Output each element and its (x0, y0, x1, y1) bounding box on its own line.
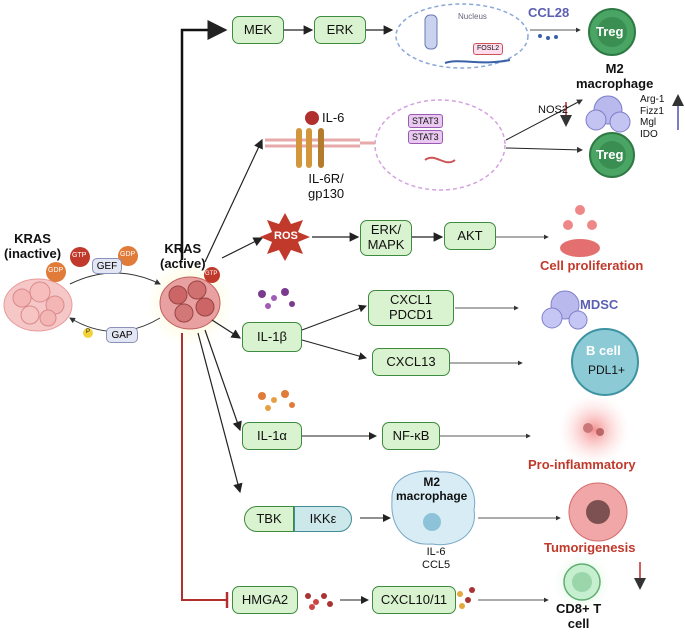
gdp-icon-left (46, 262, 66, 282)
il1a-box: IL-1α (242, 422, 302, 450)
il6-ligand-icon (305, 111, 319, 125)
tbk-arrow (197, 332, 243, 494)
il6r-icon (296, 128, 302, 168)
cxcl1011-box: CXCL10/11 (372, 586, 456, 614)
bcell-icon (571, 328, 639, 396)
stat3-m2-arrow (505, 99, 583, 141)
il6r-label: IL-6R/ gp130 (308, 171, 345, 201)
mek-box: MEK (232, 16, 284, 44)
gdp-label-left: GDP (48, 267, 64, 274)
akt-box: AKT (444, 222, 496, 250)
nucleus-label: Nucleus (458, 12, 487, 21)
gtp-active-label: GTP (205, 271, 218, 277)
phosphate-icon (83, 328, 93, 338)
fosl2-label: FOSL2 (473, 43, 504, 56)
stat3-label-1: STAT3 (408, 114, 443, 129)
hmga2-particles (305, 593, 333, 610)
mdsc-cells (541, 290, 588, 330)
nfkb-box: NF-κB (382, 422, 440, 450)
il6-arrow (204, 138, 263, 263)
tbk-box: TBK (244, 506, 294, 532)
il6-ccl5-label: IL-6 CCL5 (422, 546, 451, 571)
il1b-particles (258, 288, 295, 309)
ccl28-label: CCL28 (528, 5, 570, 20)
cell-proliferation-icon (560, 205, 600, 257)
cxcl13-box: CXCL13 (372, 348, 450, 376)
gap-label: GAP (106, 327, 138, 343)
ikke-box: IKKε (294, 506, 352, 532)
nos2-label: NOS2 (538, 104, 568, 116)
cxcl1011-particles (457, 587, 475, 609)
gdp-icon-top (118, 246, 138, 266)
gtp-label: GTP (72, 252, 87, 259)
bcell-label: B cell (586, 343, 621, 358)
phosphate-label: P (86, 329, 91, 335)
hmga2-inhibit-line (181, 333, 226, 601)
kras-active-label: KRAS (active) (160, 241, 206, 271)
treg-label-1: Treg (596, 24, 624, 39)
stat3-label-2: STAT3 (408, 130, 443, 145)
il1b-box: IL-1β (242, 322, 302, 352)
gtp-icon (70, 247, 90, 267)
erk-mapk-box: ERK/ MAPK (360, 220, 412, 256)
m2-macrophage-bottom-icon (391, 470, 476, 546)
erk-nuclear-icon (424, 14, 438, 50)
il1b-arrow (211, 319, 242, 339)
ros-label: ROS (274, 230, 298, 242)
m2-macrophage-cells (585, 95, 631, 133)
stat3-nucleus-shape (374, 99, 506, 191)
hmga2-box: HMGA2 (232, 586, 298, 614)
mek-trunk-arrow (180, 20, 228, 260)
kras-active-cells (146, 259, 234, 347)
il1a-particles (258, 390, 295, 411)
stat3-dna-icon (424, 156, 456, 164)
il6-label: IL-6 (322, 110, 345, 125)
gtp-icon-active (204, 267, 220, 283)
kras-inactive-cells (3, 278, 73, 332)
il1a-arrow (204, 329, 242, 432)
pdl1-label: PDL1+ (588, 363, 626, 377)
m2-markers-label: Arg-1 Fizz1 Mgl IDO (640, 94, 665, 140)
ros-arrow (221, 237, 264, 259)
gdp-label-top: GDP (120, 251, 136, 258)
il1b-cxcl13-arrow (301, 339, 367, 360)
cell-proliferation-label: Cell proliferation (540, 258, 644, 273)
proinflammatory-icon (558, 394, 630, 466)
kras-inactive-label: KRAS (inactive) (4, 231, 62, 261)
stat3-treg-arrow (505, 146, 583, 153)
erk-box: ERK (314, 16, 366, 44)
nucleus-shape (395, 3, 529, 69)
tumorigenesis-label: Tumorigenesis (544, 540, 636, 555)
cd8-tcell-label: CD8+ T cell (556, 601, 602, 631)
treg-label-2: Treg (596, 147, 624, 162)
cxcl1-pdcd1-box: CXCL1 PDCD1 (368, 290, 454, 326)
dna-icon (444, 59, 511, 64)
gef-label: GEF (92, 258, 122, 274)
ros-icon (260, 213, 310, 261)
proinflammatory-label: Pro-inflammatory (528, 457, 636, 472)
m2-macrophage-bottom-label: M2 macrophage (396, 475, 468, 503)
activation-arrow (69, 272, 161, 285)
il1b-cxcl1-arrow (301, 304, 367, 331)
mdsc-label: MDSC (580, 297, 619, 312)
m2-macrophage-label: M2 macrophage (576, 61, 654, 91)
